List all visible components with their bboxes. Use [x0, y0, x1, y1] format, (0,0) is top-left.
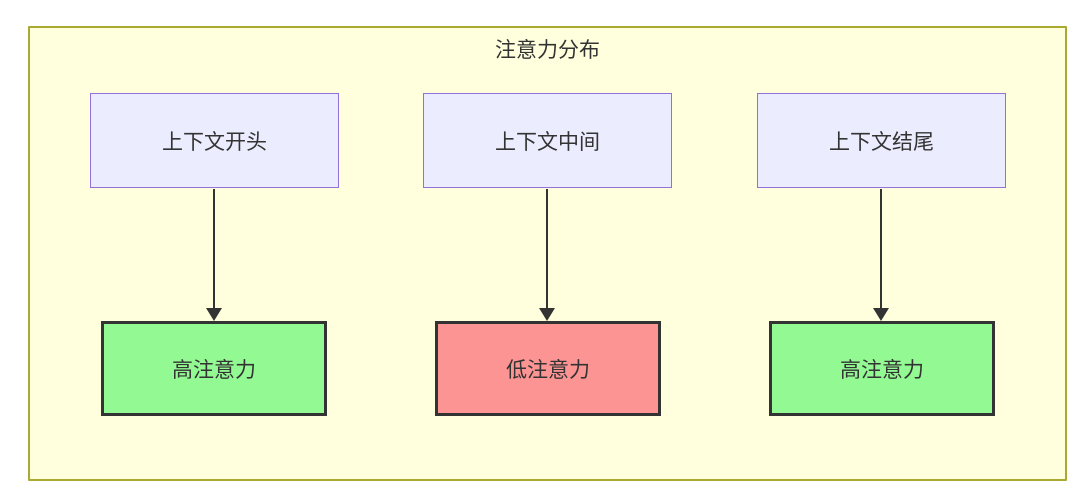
arrow-head-icon	[873, 308, 889, 321]
node-context-end: 上下文结尾	[757, 93, 1006, 188]
node-high-attention-right: 高注意力	[769, 321, 995, 416]
diagram-title: 注意力分布	[495, 39, 600, 62]
arrow-head-icon	[206, 308, 222, 321]
node-context-middle: 上下文中间	[423, 93, 672, 188]
arrow-line	[213, 189, 215, 310]
arrow-line	[546, 189, 548, 310]
arrow-line	[880, 189, 882, 310]
node-high-attention-left: 高注意力	[101, 321, 327, 416]
node-context-start: 上下文开头	[90, 93, 339, 188]
node-low-attention-middle: 低注意力	[435, 321, 661, 416]
arrow-head-icon	[539, 308, 555, 321]
